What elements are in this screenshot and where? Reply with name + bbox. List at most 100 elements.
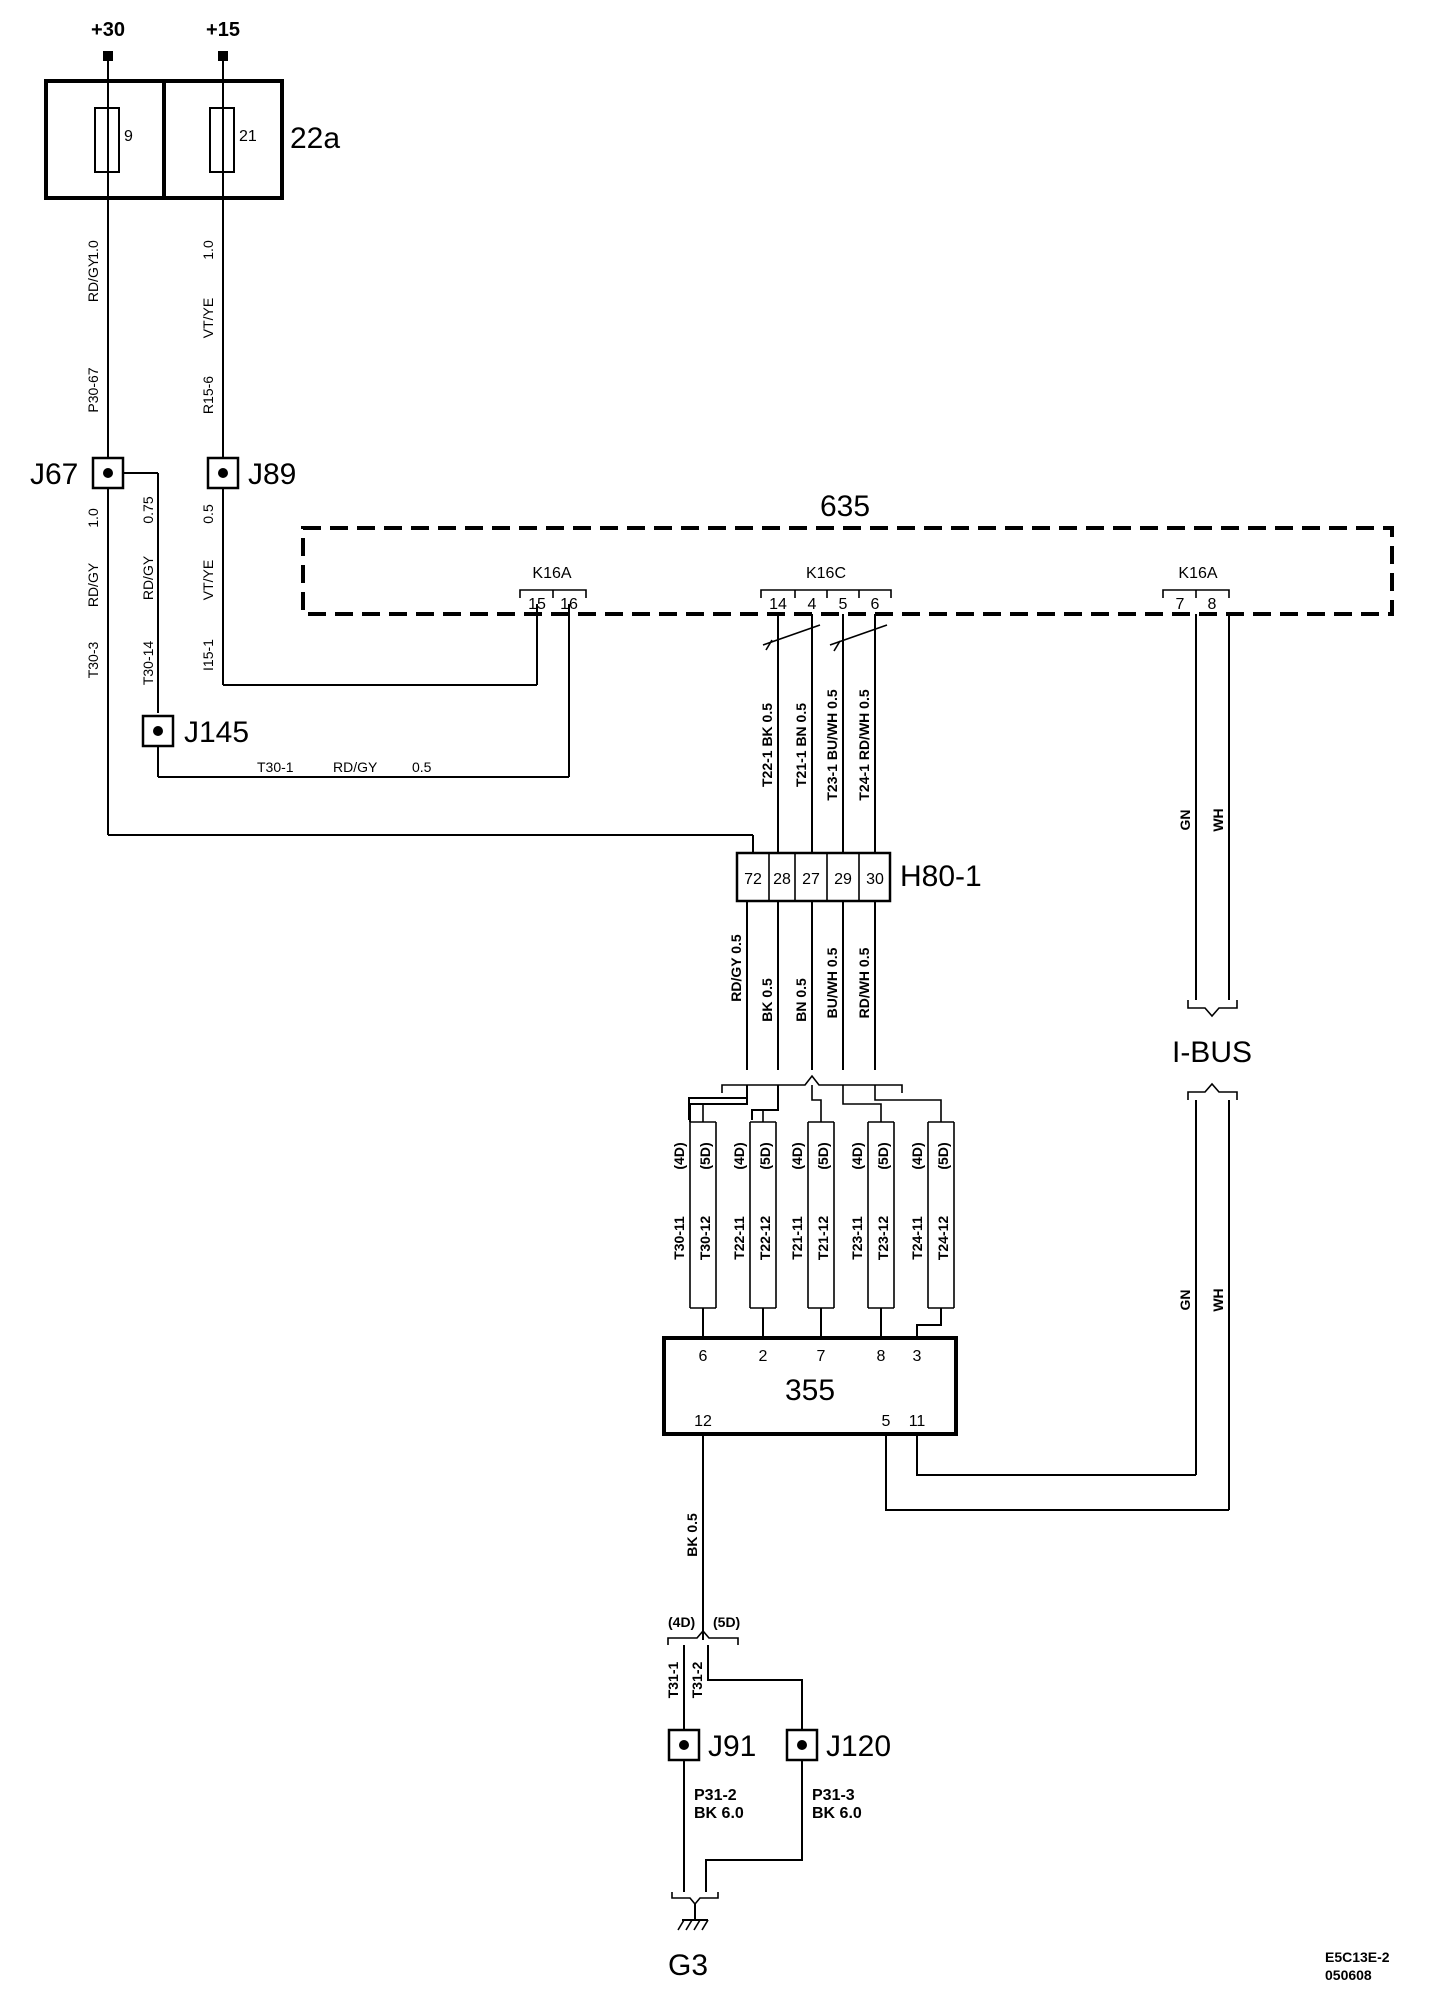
splice-j67-label: J67 — [30, 458, 78, 491]
wire-t23-1: T23-1 BU/WH 0.5 — [824, 689, 840, 800]
wire-p31-2-color: BK 6.0 — [694, 1805, 744, 1822]
variant-5d-5: (5D) — [935, 1142, 951, 1169]
module-355-pin-3: 3 — [913, 1348, 922, 1365]
wire-t30-3-id: T30-3 — [85, 642, 101, 679]
splice-j89-label: J89 — [248, 458, 296, 491]
h80-pin-72: 72 — [744, 871, 762, 888]
connector-h80-1-label: H80-1 — [900, 860, 982, 893]
variant-4d-4: (4D) — [849, 1142, 865, 1169]
splice-j91-label: J91 — [708, 1730, 756, 1763]
wire-t30-3-size: 1.0 — [85, 508, 101, 528]
variant-5d-3: (5D) — [815, 1142, 831, 1169]
wire-t30-3-color: RD/GY — [85, 562, 101, 607]
wire-ground-bk: BK 0.5 — [684, 1513, 700, 1557]
module-355-pin-11: 11 — [909, 1413, 926, 1430]
wire-i15-1-size: 0.5 — [200, 504, 216, 524]
h80-pin-30: 30 — [866, 871, 884, 888]
wire-r15-6-id: R15-6 — [200, 376, 216, 414]
h80-pin-28: 28 — [773, 871, 791, 888]
connector-k16a-left-label: K16A — [532, 565, 571, 582]
module-635-label: 635 — [820, 490, 870, 523]
wire-t23-12: T23-12 — [875, 1216, 891, 1261]
module-635 — [301, 526, 1394, 616]
diagram-date: 050608 — [1325, 1967, 1372, 1983]
ibus-wire-wh-lower: WH — [1210, 1288, 1226, 1311]
module-355-pin-5: 5 — [882, 1413, 891, 1430]
wire-t24-11: T24-11 — [909, 1216, 925, 1260]
wire-t21-11: T21-11 — [789, 1216, 805, 1260]
module-355 — [662, 1336, 958, 1436]
connector-h80-1 — [735, 851, 892, 903]
ground-variant-5d: (5D) — [713, 1614, 740, 1630]
fuse-21-label: 21 — [239, 128, 257, 145]
wire-t30-11: T30-11 — [671, 1216, 687, 1260]
wire-t31-1: T31-1 — [665, 1662, 681, 1699]
ibus-wire-gn-upper: GN — [1177, 810, 1193, 831]
variant-5d-2: (5D) — [757, 1142, 773, 1169]
variant-5d-4: (5D) — [875, 1142, 891, 1169]
h80-pin-29: 29 — [834, 871, 852, 888]
ibus-wire-wh-upper: WH — [1210, 808, 1226, 831]
supply-30-label: +30 — [91, 19, 125, 41]
module-355-label: 355 — [785, 1374, 835, 1407]
wire-t30-14-id: T30-14 — [140, 641, 156, 686]
wire-t22-12: T22-12 — [757, 1216, 773, 1261]
k16c-pin-4: 4 — [808, 596, 817, 613]
ibus-label: I-BUS — [1172, 1036, 1252, 1069]
wire-t30-12: T30-12 — [697, 1216, 713, 1261]
wire-p30-67-color: RD/GY — [85, 257, 101, 302]
variant-4d-5: (4D) — [909, 1142, 925, 1169]
supply-30-terminal — [103, 51, 113, 61]
wire-p31-3-id: P31-3 — [812, 1787, 855, 1804]
fusebox-label: 22a — [290, 122, 340, 155]
module-355-pin-8: 8 — [877, 1348, 886, 1365]
splice-j120-label: J120 — [826, 1730, 891, 1763]
wire-r15-6-color: VT/YE — [200, 298, 216, 338]
module-355-pin-12: 12 — [694, 1413, 712, 1430]
wire-t24-12: T24-12 — [935, 1216, 951, 1261]
wire-h80-72: RD/GY 0.5 — [728, 934, 744, 1002]
fuse-9-label: 9 — [124, 128, 133, 145]
wire-t22-11: T22-11 — [731, 1216, 747, 1260]
wire-t23-11: T23-11 — [849, 1216, 865, 1260]
ibus-wire-gn-lower: GN — [1177, 1290, 1193, 1311]
wire-p31-3-color: BK 6.0 — [812, 1805, 862, 1822]
connector-k16a-right-label: K16A — [1178, 565, 1217, 582]
variant-4d-3: (4D) — [789, 1142, 805, 1169]
k16a-pin-7: 7 — [1176, 596, 1185, 613]
connector-k16c-label: K16C — [806, 565, 846, 582]
k16a-pin-15: 15 — [528, 596, 546, 613]
wire-r15-6-size: 1.0 — [200, 240, 216, 260]
wire-t21-1: T21-1 BN 0.5 — [793, 703, 809, 787]
supply-15-terminal — [218, 51, 228, 61]
wire-p31-2-id: P31-2 — [694, 1787, 737, 1804]
variant-5d-1: (5D) — [697, 1142, 713, 1169]
wire-h80-27: BN 0.5 — [793, 978, 809, 1022]
wire-i15-1-color: VT/YE — [200, 560, 216, 600]
wire-t30-1-size: 0.5 — [412, 759, 432, 775]
supply-15-label: +15 — [206, 19, 240, 41]
wire-h80-30: RD/WH 0.5 — [856, 947, 872, 1018]
variant-4d-1: (4D) — [671, 1142, 687, 1169]
wire-i15-1-id: I15-1 — [200, 639, 216, 671]
wire-t24-1: T24-1 RD/WH 0.5 — [856, 689, 872, 800]
wire-t22-1: T22-1 BK 0.5 — [759, 703, 775, 787]
ground-g3-label: G3 — [668, 1949, 708, 1982]
ground-symbol — [677, 1904, 709, 1931]
k16c-pin-6: 6 — [871, 596, 880, 613]
variant-brace — [721, 1074, 903, 1093]
wire-p30-67-id: P30-67 — [85, 367, 101, 412]
module-355-pin-2: 2 — [759, 1348, 768, 1365]
variant-4d-2: (4D) — [731, 1142, 747, 1169]
wire-p30-67-size: 1.0 — [85, 240, 101, 260]
k16a-pin-8: 8 — [1208, 596, 1217, 613]
k16a-pin-16: 16 — [560, 596, 578, 613]
k16c-pin-14: 14 — [769, 596, 787, 613]
module-355-pin-7: 7 — [817, 1348, 826, 1365]
splice-j145-label: J145 — [184, 716, 249, 749]
wire-t30-14-color: RD/GY — [140, 555, 156, 600]
wire-t30-1-id: T30-1 — [257, 759, 294, 775]
wire-t30-1-color: RD/GY — [333, 759, 378, 775]
wire-h80-28: BK 0.5 — [759, 978, 775, 1022]
